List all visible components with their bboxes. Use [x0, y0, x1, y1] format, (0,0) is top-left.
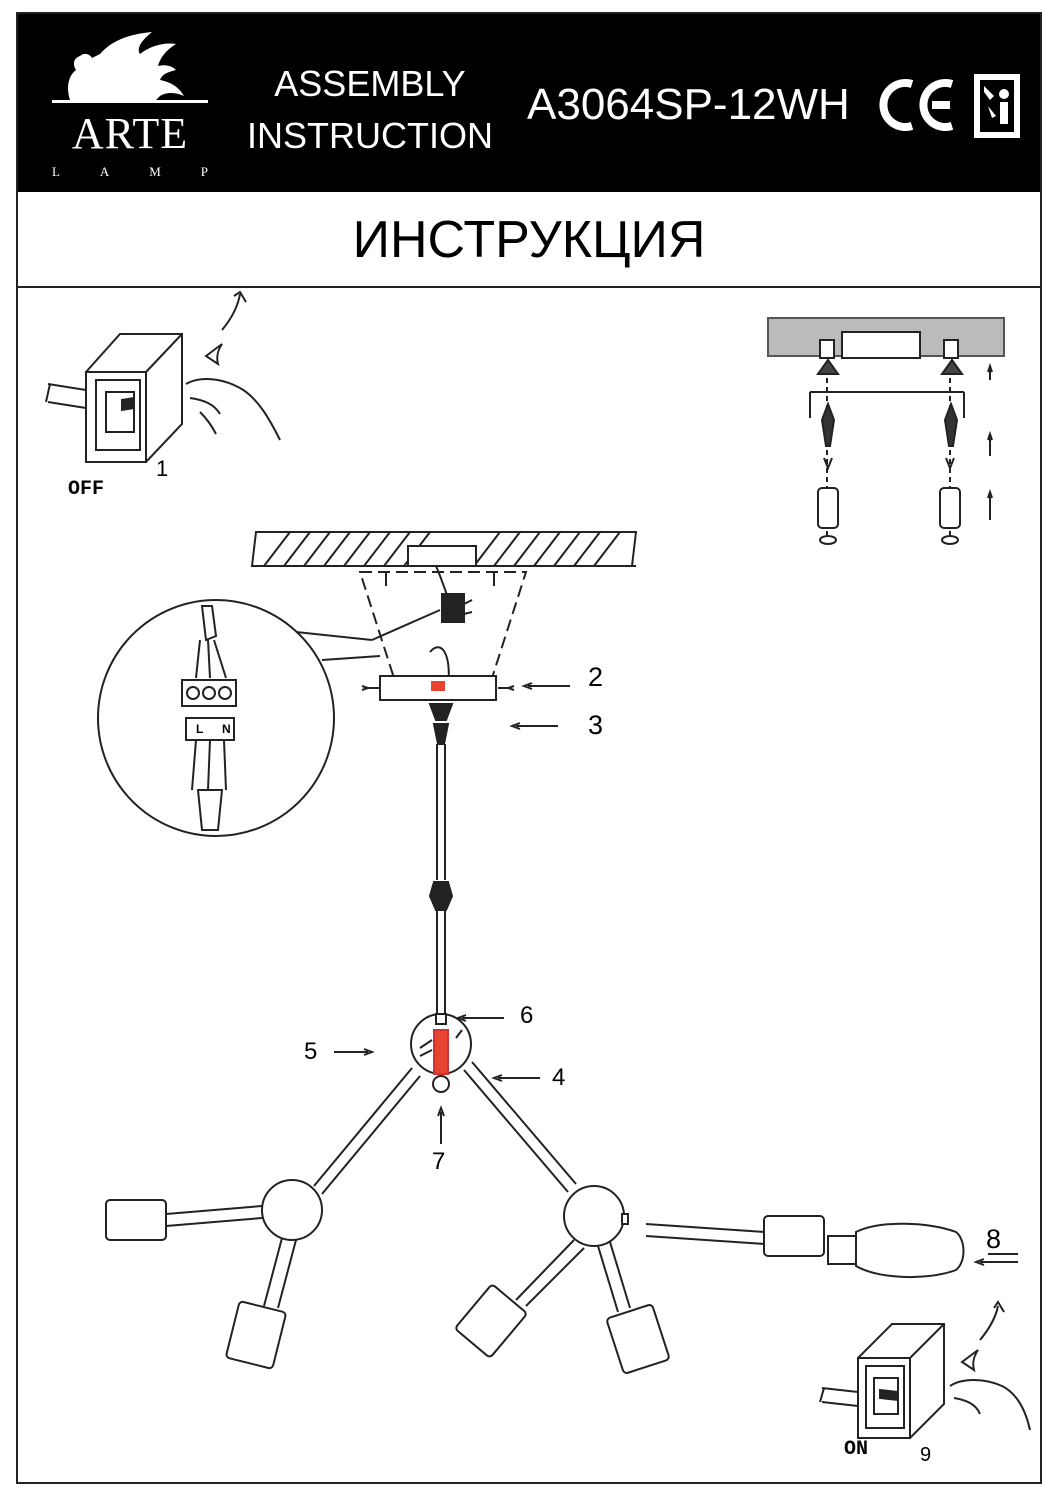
step-3-label: 3 [588, 710, 604, 740]
switch-off-label: OFF [68, 478, 105, 501]
right-arm-icon [455, 1061, 1018, 1374]
page-border [16, 12, 1042, 1484]
step-6-label: 6 [520, 1002, 534, 1029]
brand-name: ARTE [71, 109, 189, 158]
assembly-heading: ASSEMBLY INSTRUCTION [240, 58, 500, 162]
step-9-label: 9 [920, 1444, 932, 1466]
step-5-label: 5 [304, 1038, 318, 1065]
step-2-label: 2 [588, 662, 604, 692]
downrod-icon [428, 703, 558, 1014]
assembly-line2: INSTRUCTION [247, 115, 493, 156]
assembly-line1: ASSEMBLY [274, 63, 466, 104]
model-number: A3064SP-12WH [527, 80, 850, 129]
bulb-base-icon [827, 1235, 857, 1265]
step-7-label: 7 [432, 1148, 446, 1175]
connector-n-label: N [222, 722, 231, 736]
connector-icon [181, 605, 237, 831]
brand-sub-letter: A [99, 164, 110, 179]
ceiling-icon [250, 531, 638, 567]
brand-sub-letter: L [52, 164, 60, 179]
brand-subtitle: L A M P [52, 164, 208, 180]
page-title: ИНСТРУКЦИЯ [18, 192, 1040, 288]
step-4-label: 4 [552, 1064, 566, 1091]
central-hub-icon [334, 1013, 540, 1144]
left-arm-icon [105, 1067, 421, 1370]
connector-l-label: L [196, 722, 204, 736]
switch-on-icon [819, 1300, 1031, 1439]
info-book-icon [974, 74, 1020, 138]
arrow-2-icon [521, 682, 570, 690]
bulb-icon [855, 1222, 965, 1279]
step-8-label: 8 [986, 1224, 1002, 1254]
terminal-block-icon [441, 593, 465, 623]
canopy-outline-icon [358, 571, 528, 679]
ceiling-mount-detail-icon [767, 317, 1005, 545]
brand-sub-letter: M [149, 164, 161, 179]
step-1-label: 1 [156, 456, 169, 481]
brand-sub-letter: P [200, 164, 208, 179]
brand-logo-icon [52, 32, 1020, 138]
switch-on-label: ON [844, 1438, 869, 1461]
switch-off-icon [45, 290, 281, 463]
